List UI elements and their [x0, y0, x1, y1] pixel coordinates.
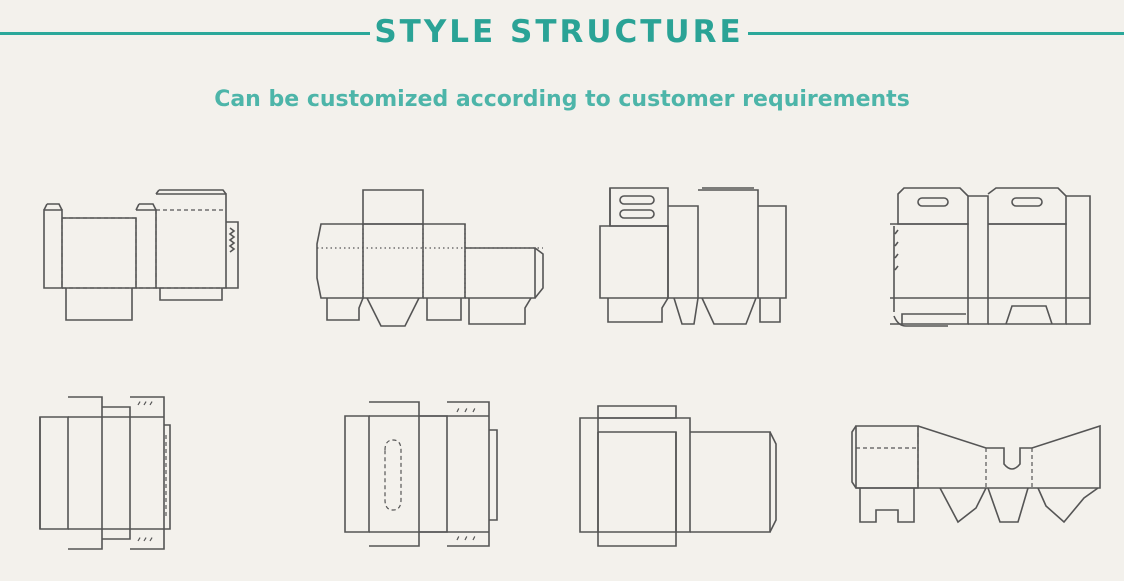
header-rule-left: [0, 32, 370, 35]
box-die-line-4: [890, 187, 1091, 327]
box-die-line-7: [579, 405, 777, 547]
header-rule-right: [748, 32, 1124, 35]
box-die-line-6: [344, 401, 498, 547]
page-subtitle: Can be customized according to customer …: [214, 87, 910, 112]
box-die-line-1: [43, 189, 239, 321]
box-die-line-5: [39, 396, 171, 550]
section-header: STYLE STRUCTURE: [0, 12, 1124, 52]
box-die-line-3: [599, 187, 787, 325]
box-die-line-8: [851, 424, 1101, 524]
box-die-line-2: [316, 189, 544, 327]
page-title: STYLE STRUCTURE: [374, 14, 744, 50]
